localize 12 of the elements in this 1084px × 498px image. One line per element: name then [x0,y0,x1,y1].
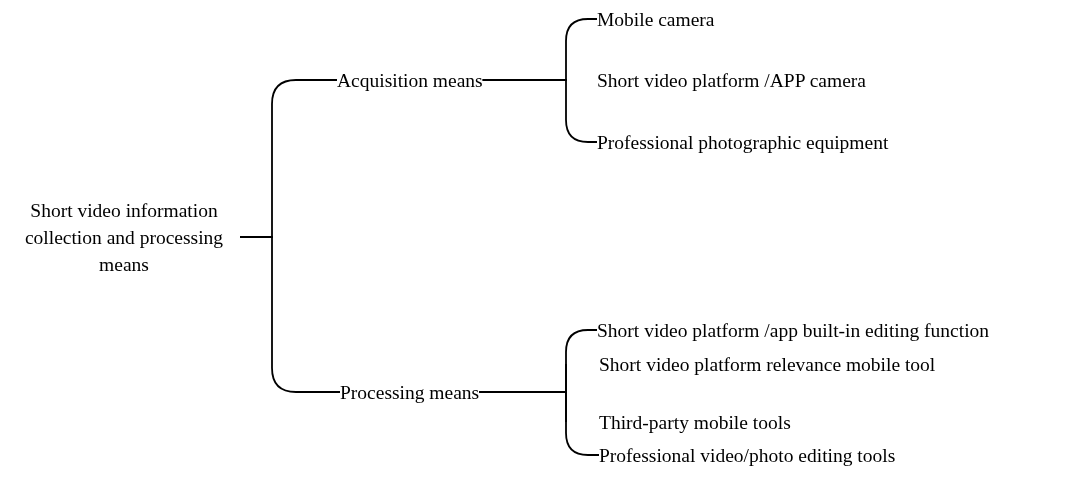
brace-connector [481,79,598,143]
node-label: Professional video/photo editing tools [599,441,896,469]
node-label: Third-party mobile tools [599,408,791,436]
node-label: Processing means [340,378,480,406]
brace-connector [478,391,600,456]
node-label: Short video platform /app built-in editing function [597,316,990,344]
node-label: Short video information collection and processing means [8,196,240,278]
node-label: Acquisition means [337,66,483,94]
node-label: Short video platform /APP camera [597,66,866,94]
node-label: Short video platform relevance mobile tool [599,350,936,378]
node-label: Mobile camera [597,5,715,33]
node-label: Professional photographic equipment [597,128,889,156]
